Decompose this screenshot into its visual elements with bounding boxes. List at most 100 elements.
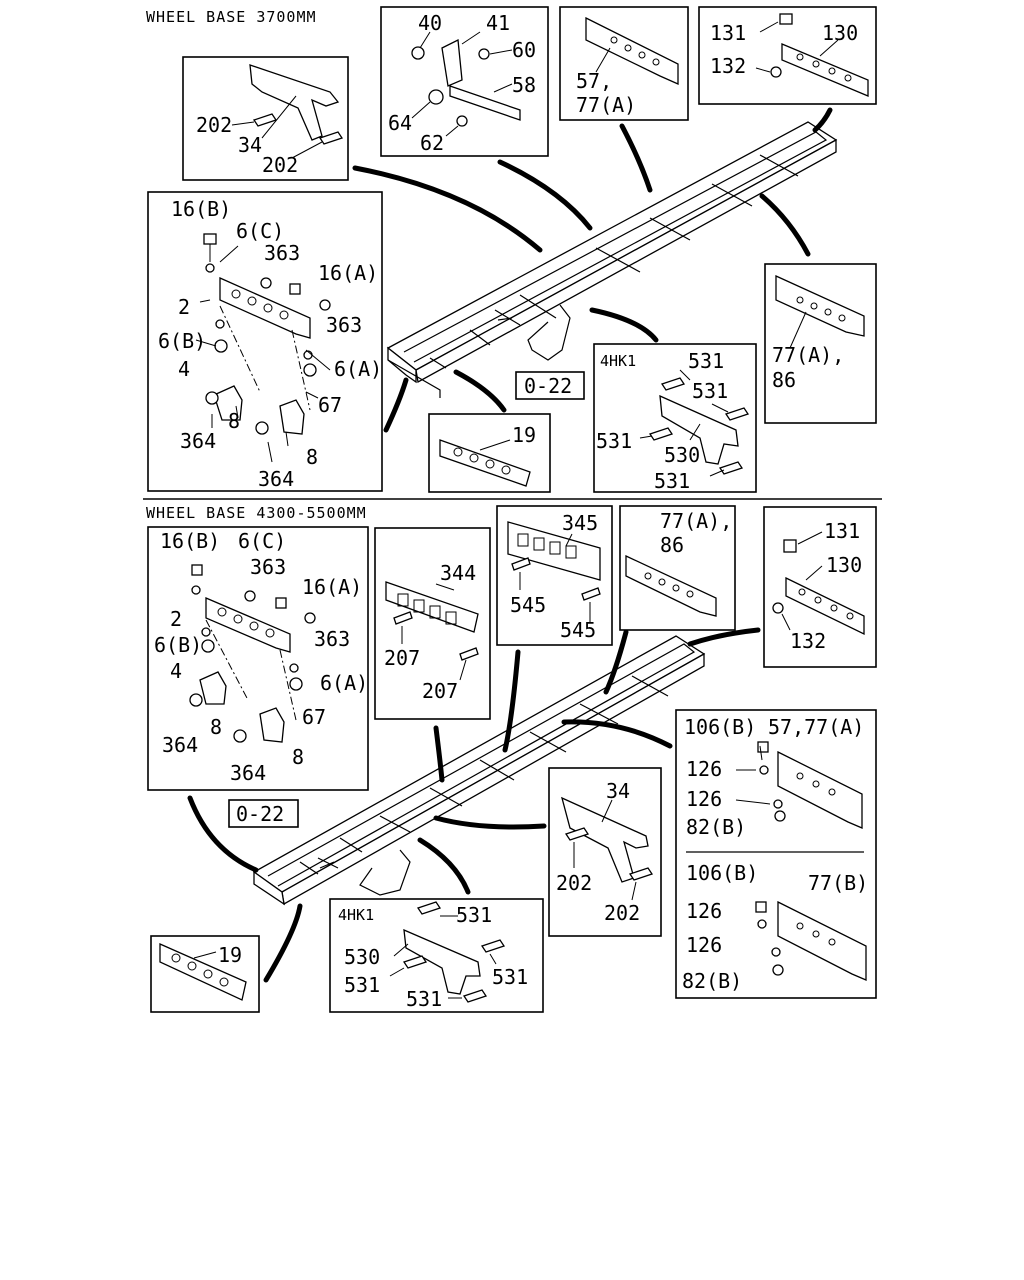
top-box-202-34: 202 34 202 — [182, 56, 349, 181]
part-label: 6(B) — [154, 633, 202, 657]
bottom-box-4hk1: 4HK1 531 530 531 531 531 — [329, 898, 544, 1013]
part-label: 106(B) — [686, 861, 758, 885]
part-label: 126 — [686, 757, 722, 781]
part-label: 19 — [218, 943, 242, 967]
bottom-ref-box: 0-22 — [228, 799, 299, 828]
part-label: 545 — [510, 593, 546, 617]
part-label: 344 — [440, 561, 476, 585]
part-label: 8 — [306, 445, 318, 469]
top-ref-box: 0-22 — [515, 371, 585, 400]
top-leader-arcs — [352, 107, 833, 433]
part-label: 8 — [228, 409, 240, 433]
top-box-19: 19 — [428, 413, 551, 493]
bottom-box-34: 34 202 202 — [548, 767, 662, 937]
part-label: 19 — [512, 423, 536, 447]
bottom-box-19: 19 — [150, 935, 260, 1013]
part-label: 57, — [576, 69, 612, 93]
top-chassis-frame — [386, 121, 838, 398]
part-label: 132 — [710, 54, 746, 78]
part-label: 62 — [420, 131, 444, 155]
part-label: 363 — [250, 555, 286, 579]
part-label: 77(B) — [808, 871, 868, 895]
top-section-title: WHEEL BASE 3700MM — [146, 8, 317, 26]
part-label: 6(C) — [236, 219, 284, 243]
reference-label: 0-22 — [524, 374, 572, 398]
part-label: 6(A) — [320, 671, 368, 695]
part-label: 131 — [710, 21, 746, 45]
part-label: 531 — [596, 429, 632, 453]
part-label: 207 — [422, 679, 458, 703]
bottom-chassis-frame — [252, 635, 706, 906]
part-label: 64 — [388, 111, 412, 135]
part-label: 130 — [826, 553, 862, 577]
bottom-box-16: 16(B) 6(C) 363 16(A) 2 363 6(B) 4 6(A) 6… — [147, 526, 369, 791]
part-label: 6(B) — [158, 329, 206, 353]
part-label: 131 — [824, 519, 860, 543]
part-label: 126 — [686, 899, 722, 923]
part-label: 132 — [790, 629, 826, 653]
part-label: 202 — [196, 113, 232, 137]
bottom-box-345: 345 545 545 — [496, 505, 613, 646]
part-label: 40 — [418, 11, 442, 35]
top-box-77: 77(A), 86 — [764, 263, 877, 424]
part-label: 58 — [512, 73, 536, 97]
part-label: 364 — [258, 467, 294, 491]
bottom-box-106: 106(B) 57,77(A) 126 126 82(B) 106(B) 77(… — [675, 709, 877, 999]
part-label: 41 — [486, 11, 510, 35]
top-box-131: 131 130 132 — [698, 6, 877, 105]
bottom-leader-arcs — [187, 627, 761, 983]
top-box-40: 40 41 60 58 64 62 — [380, 6, 549, 157]
part-label: 363 — [326, 313, 362, 337]
part-label: 4 — [170, 659, 182, 683]
part-label: 60 — [512, 38, 536, 62]
bottom-box-77: 77(A), 86 — [619, 505, 736, 631]
part-label: 77(A), — [660, 509, 732, 533]
part-label: 16(B) — [171, 197, 231, 221]
reference-label: 0-22 — [236, 802, 284, 826]
part-label: 531 — [492, 965, 528, 989]
top-box-16: 16(B) 6(C) 363 16(A) 2 363 6(B) 4 6(A) 6… — [147, 191, 383, 492]
part-label: 545 — [560, 618, 596, 642]
part-label: 6(A) — [334, 357, 382, 381]
part-label: 86 — [772, 368, 796, 392]
part-label: 86 — [660, 533, 684, 557]
bottom-section-title: WHEEL BASE 4300-5500MM — [146, 504, 367, 522]
part-label: 531 — [688, 349, 724, 373]
part-label: 8 — [292, 745, 304, 769]
part-label: 8 — [210, 715, 222, 739]
part-label: 77(A) — [576, 93, 636, 117]
bottom-box-344: 344 207 207 — [374, 527, 491, 720]
part-label: 4 — [178, 357, 190, 381]
part-label: 82(B) — [686, 815, 746, 839]
part-label: 130 — [822, 21, 858, 45]
part-label: 34 — [606, 779, 630, 803]
part-label: 2 — [170, 607, 182, 631]
part-label: 364 — [230, 761, 266, 785]
part-label: 530 — [664, 443, 700, 467]
part-label: 202 — [262, 153, 298, 177]
part-label: 126 — [686, 933, 722, 957]
top-box-57: 57, 77(A) — [559, 6, 689, 121]
engine-label: 4HK1 — [600, 352, 636, 370]
part-label: 363 — [314, 627, 350, 651]
part-label: 364 — [162, 733, 198, 757]
part-label: 530 — [344, 945, 380, 969]
part-label: 106(B) — [684, 715, 756, 739]
part-label: 16(B) — [160, 529, 220, 553]
part-label: 57,77(A) — [768, 715, 864, 739]
part-label: 364 — [180, 429, 216, 453]
part-label: 202 — [604, 901, 640, 925]
part-label: 16(A) — [318, 261, 378, 285]
part-label: 2 — [178, 295, 190, 319]
part-label: 207 — [384, 646, 420, 670]
part-label: 531 — [456, 903, 492, 927]
part-label: 202 — [556, 871, 592, 895]
part-label: 6(C) — [238, 529, 286, 553]
part-label: 67 — [302, 705, 326, 729]
part-label: 531 — [406, 987, 442, 1011]
part-label: 82(B) — [682, 969, 742, 993]
part-label: 363 — [264, 241, 300, 265]
part-label: 67 — [318, 393, 342, 417]
